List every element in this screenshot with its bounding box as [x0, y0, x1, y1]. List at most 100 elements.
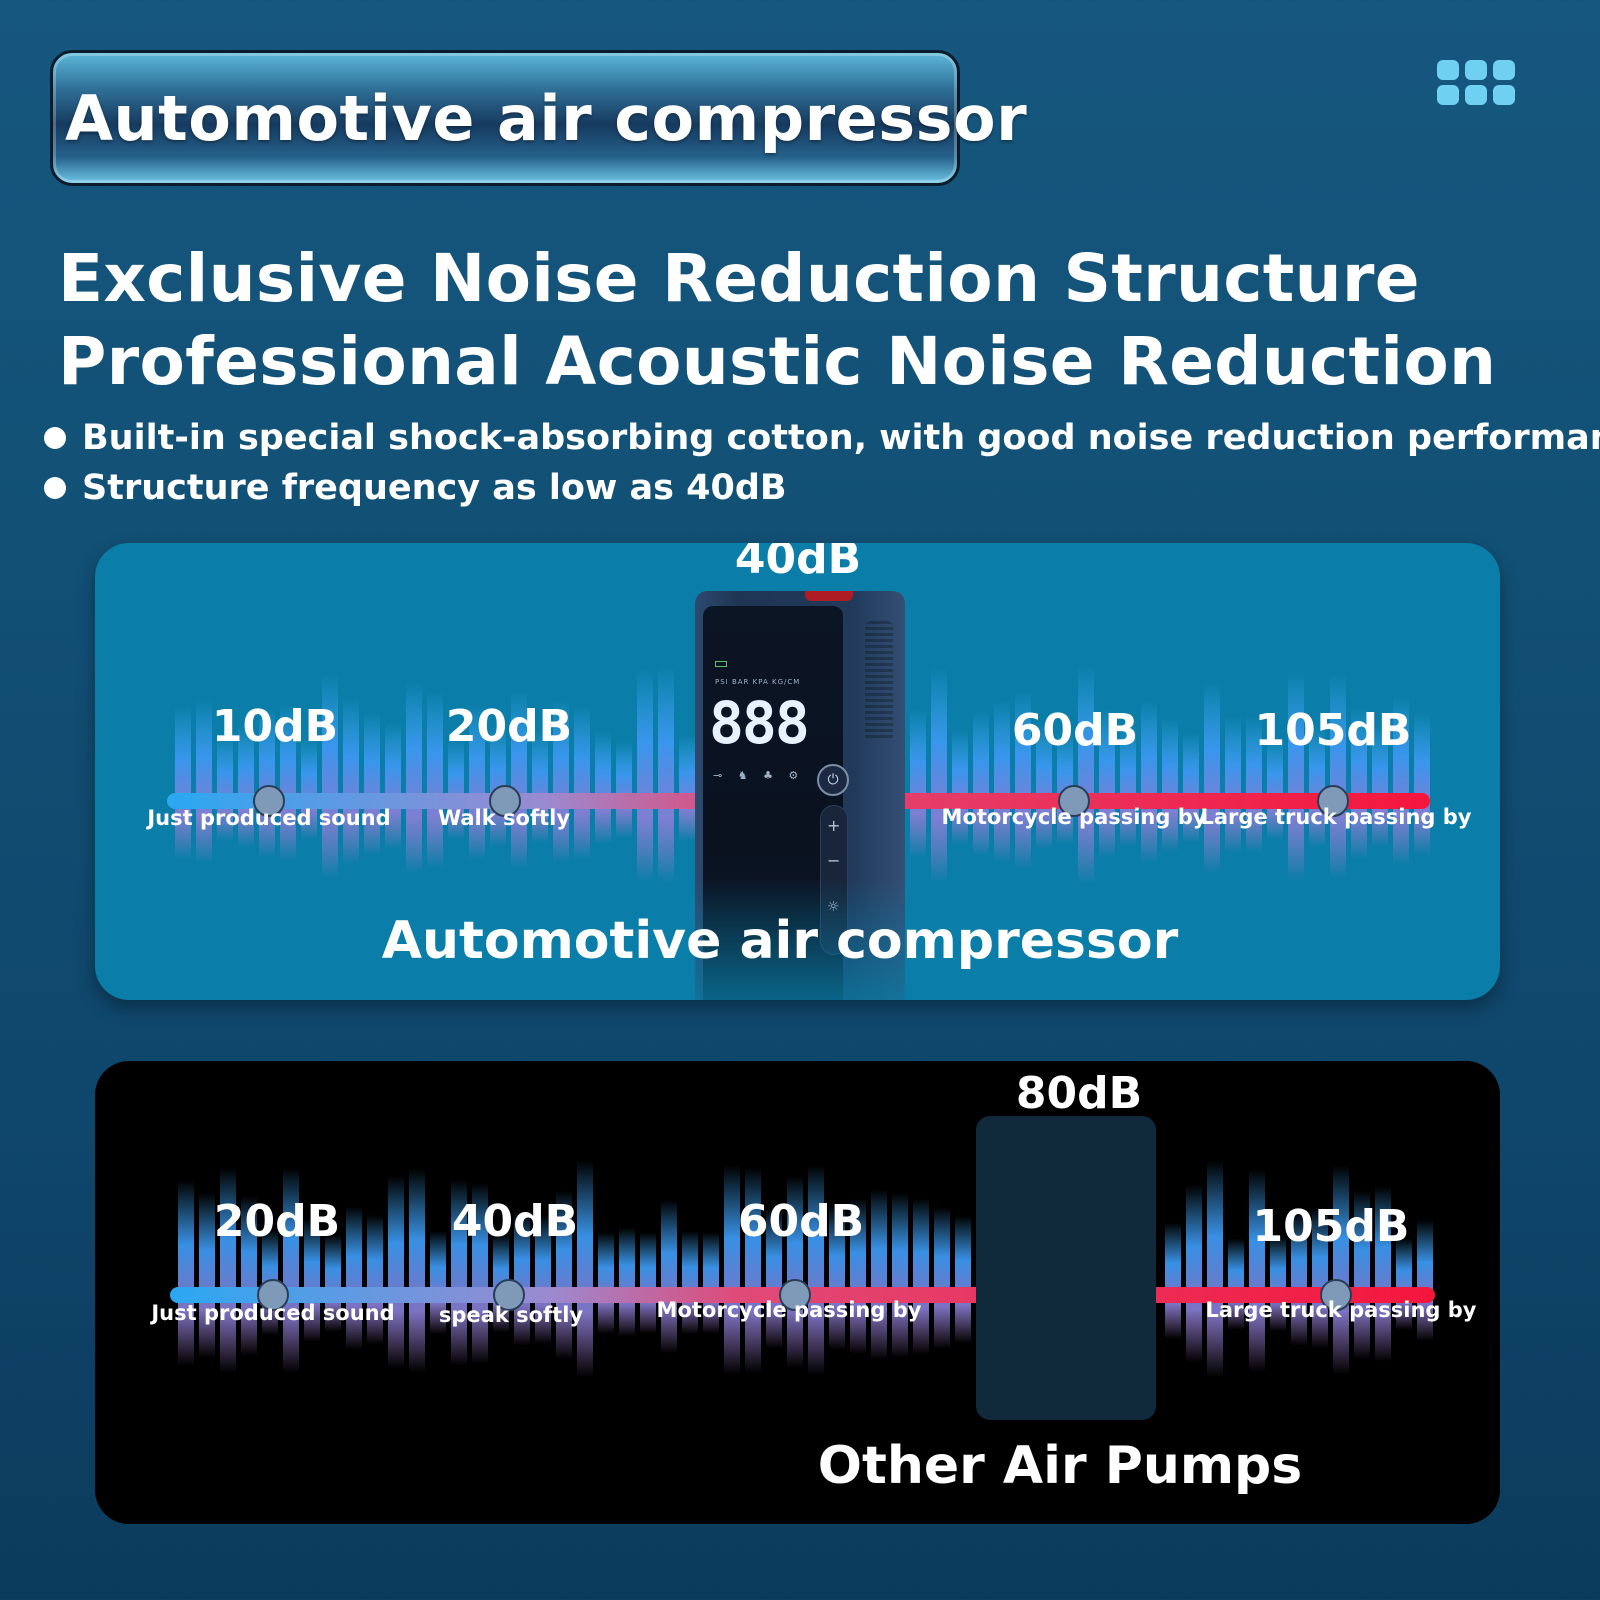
sound-wave-bar — [1375, 1186, 1391, 1362]
scale-marker-dot — [1320, 1279, 1352, 1311]
device-grille — [865, 621, 893, 741]
product-caption: Automotive air compressor — [381, 911, 1179, 971]
sound-wave-bar — [346, 1206, 362, 1350]
sound-wave-bar — [787, 1176, 803, 1368]
bullet-item: Structure frequency as low as 40dB — [44, 468, 787, 508]
sound-wave-bar — [280, 704, 296, 861]
bullet-dot-icon — [44, 427, 66, 449]
menu-grid-icon[interactable] — [1437, 60, 1515, 108]
sound-wave-bar — [427, 692, 443, 868]
sound-wave-bar — [955, 1215, 971, 1344]
sound-wave-bar — [952, 729, 968, 845]
sound-wave-bar — [574, 705, 590, 860]
sound-wave-bar — [1207, 1160, 1223, 1378]
sound-wave-bar — [469, 705, 485, 860]
headline-line-1: Exclusive Noise Reduction Structure — [58, 240, 1420, 317]
sound-wave-bar — [1291, 1212, 1307, 1346]
marker-value: 40dB — [451, 1196, 579, 1247]
other-pumps-noise-scale — [170, 1160, 1435, 1378]
sound-wave-bar — [283, 1167, 299, 1373]
scale-marker-dot — [493, 1279, 525, 1311]
sound-wave-bar — [1249, 1169, 1265, 1372]
marker-value: 60dB — [737, 1196, 865, 1247]
sound-wave-bar — [766, 1207, 782, 1349]
scale-marker-dot — [779, 1279, 811, 1311]
sound-wave-bar — [1333, 1165, 1349, 1375]
sound-wave-bar — [1417, 1220, 1433, 1341]
sound-wave-bar — [724, 1165, 740, 1375]
sound-wave-bar — [619, 1227, 635, 1337]
sound-wave-bar — [220, 1167, 236, 1374]
sound-wave-bar — [1015, 691, 1031, 869]
sound-wave-bar — [1228, 1238, 1244, 1330]
sound-wave-bar — [1246, 716, 1262, 853]
sound-wave-bar — [535, 1215, 551, 1344]
sound-wave-bar — [217, 735, 233, 841]
sound-wave-bar — [532, 732, 548, 844]
sound-wave-bar — [658, 667, 674, 884]
vehicle-mode-icons: ⊸ ♞ ♣ ⚙ — [713, 769, 805, 782]
plus-icon: + — [827, 816, 841, 835]
power-icon: ⏻ — [817, 764, 849, 796]
sound-wave-bar — [1183, 732, 1199, 843]
sound-wave-bar — [1309, 725, 1325, 847]
sound-wave-bar — [514, 1212, 530, 1346]
marker-value: 105dB — [1254, 705, 1412, 756]
sound-wave-bar — [301, 738, 317, 840]
marker-description: Just produced sound — [147, 806, 391, 830]
marker-value: 60dB — [1011, 705, 1139, 756]
marker-description: Large truck passing by — [1200, 805, 1472, 829]
sound-wave-bar — [1354, 1190, 1370, 1360]
scale-marker-dot — [1317, 785, 1349, 817]
product-noise-panel: PSI BAR KPA KG/CM 888 ⊸ ♞ ♣ ⚙ ⏻ + − ☼ 40… — [95, 543, 1500, 1000]
sound-wave-bar — [1288, 670, 1304, 881]
marker-description: speak softly — [438, 1303, 584, 1327]
air-compressor-device-image: PSI BAR KPA KG/CM 888 ⊸ ♞ ♣ ⚙ ⏻ + − ☼ — [695, 581, 905, 1000]
sound-wave-bar — [577, 1160, 593, 1378]
sound-wave-bar — [511, 691, 527, 869]
sound-wave-bar — [661, 1199, 677, 1354]
marker-description: Large truck passing by — [1205, 1298, 1477, 1322]
sound-wave-bar — [238, 725, 254, 848]
sound-wave-bar — [322, 674, 338, 879]
marker-value: 20dB — [213, 1196, 341, 1247]
bullet-item: Built-in special shock-absorbing cotton,… — [44, 418, 1600, 458]
sound-wave-bar — [553, 700, 569, 863]
sound-wave-bar — [1351, 707, 1367, 859]
sound-wave-bar — [385, 722, 401, 850]
bullet-text: Built-in special shock-absorbing cotton,… — [82, 418, 1600, 458]
sound-wave-bar — [637, 669, 653, 882]
sound-wave-bar — [1414, 712, 1430, 856]
scale-marker-dot — [1058, 785, 1090, 817]
device-button-strip — [820, 805, 848, 955]
marker-value: 20dB — [445, 701, 573, 752]
sound-wave-bar — [934, 1207, 950, 1349]
marker-description: Motorcycle passing by — [941, 805, 1207, 829]
sound-wave-bar — [259, 709, 275, 858]
sound-wave-bar — [472, 1182, 488, 1364]
sound-wave-bar — [409, 1168, 425, 1373]
sound-wave-bar — [178, 1180, 194, 1366]
marker-description: Motorcycle passing by — [656, 1298, 922, 1322]
sound-wave-bar — [679, 735, 695, 842]
sound-wave-bar — [682, 1231, 698, 1335]
sound-wave-bar — [1372, 726, 1388, 847]
bullet-dot-icon — [44, 477, 66, 499]
sound-wave-bar — [808, 1165, 824, 1375]
sound-wave-bar — [994, 700, 1010, 863]
sound-wave-bar — [913, 1198, 929, 1355]
others-highlight-value: 80dB — [1015, 1068, 1143, 1119]
sound-wave-bar — [367, 1214, 383, 1345]
sound-wave-bar — [1393, 696, 1409, 865]
scale-marker-dot — [489, 785, 521, 817]
marker-description: Just produced sound — [151, 1301, 395, 1325]
sound-wave-bar — [1162, 718, 1178, 852]
other-pumps-noise-panel: 80dB 20dB 40dB 60dB 105dB Just produced … — [95, 1061, 1500, 1524]
sound-wave-bar — [430, 1231, 446, 1335]
other-pump-image-placeholder — [976, 1116, 1156, 1420]
marker-description: Walk softly — [437, 806, 571, 830]
sound-wave-bar — [1141, 701, 1157, 863]
sound-wave-bar — [703, 1232, 719, 1334]
sound-wave-bar — [973, 711, 989, 856]
sound-wave-bar — [931, 668, 947, 883]
